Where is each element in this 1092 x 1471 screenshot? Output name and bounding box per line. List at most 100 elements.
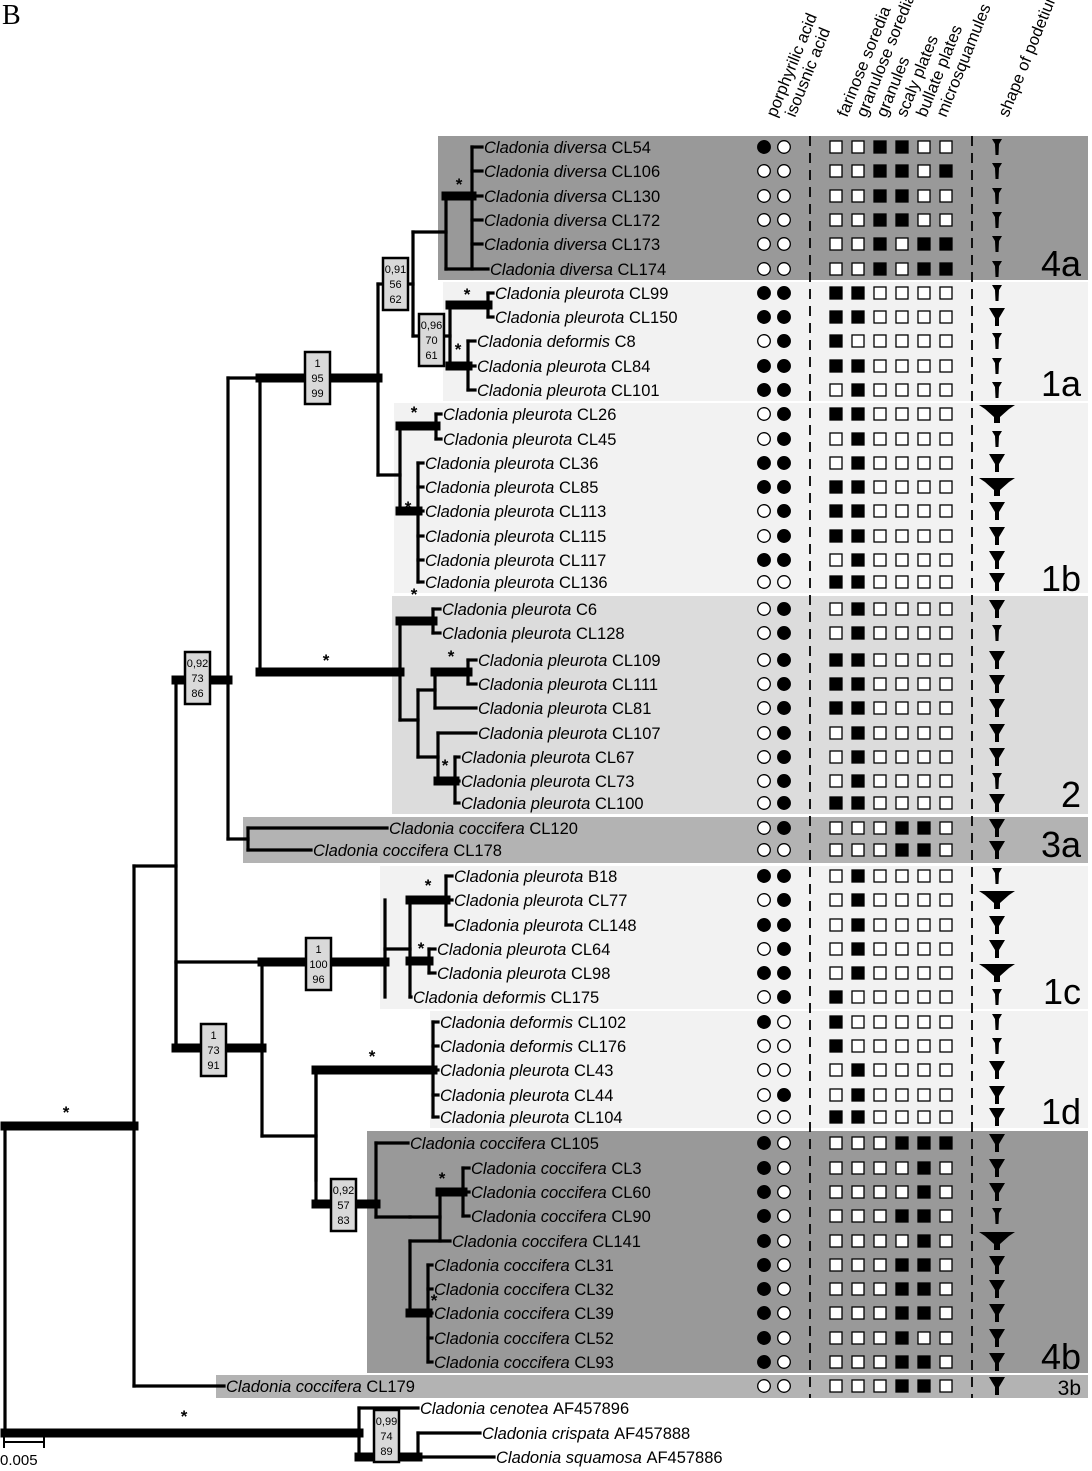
trait-marker xyxy=(829,1234,843,1248)
podetium-shape xyxy=(992,358,1002,374)
trait-marker xyxy=(873,1379,887,1393)
trait-marker xyxy=(895,164,909,178)
trait-marker xyxy=(917,653,931,667)
support-star: * xyxy=(181,1407,188,1426)
taxon-binomial: Cladonia coccifera xyxy=(434,1354,574,1372)
trait-marker xyxy=(829,869,843,883)
trait-marker xyxy=(917,1063,931,1077)
taxon-label: Cladonia pleurota CL104 xyxy=(440,1109,623,1127)
podetium-shape xyxy=(992,1014,1002,1030)
podetium-shape xyxy=(979,964,1015,982)
taxon-binomial: Cladonia pleurota xyxy=(495,285,629,303)
trait-marker xyxy=(895,774,909,788)
taxon-label: Cladonia pleurota CL128 xyxy=(442,625,625,643)
chem-marker xyxy=(757,359,771,373)
support-star: * xyxy=(442,756,449,775)
podetium-shape xyxy=(989,940,1005,958)
chem-marker xyxy=(757,677,771,691)
clade-4b-box xyxy=(367,1131,1088,1373)
support-star: * xyxy=(464,285,471,304)
taxon-label: Cladonia diversa CL130 xyxy=(484,188,660,206)
taxon-code: CL73 xyxy=(595,773,634,791)
taxon-code: CL150 xyxy=(629,309,678,327)
support-box-n6 xyxy=(199,1022,228,1078)
trait-marker xyxy=(851,504,865,518)
trait-marker xyxy=(851,575,865,589)
trait-marker xyxy=(939,1063,953,1077)
trait-marker xyxy=(851,456,865,470)
support-value: 83 xyxy=(337,1215,349,1227)
podetium-shape xyxy=(989,454,1005,472)
podetium-shape xyxy=(992,212,1002,228)
trait-marker xyxy=(873,1258,887,1272)
trait-marker xyxy=(829,407,843,421)
trait-marker xyxy=(873,164,887,178)
trait-marker xyxy=(851,1209,865,1223)
chem-marker xyxy=(757,310,771,324)
trait-marker xyxy=(873,990,887,1004)
trait-marker xyxy=(895,1306,909,1320)
trait-marker xyxy=(895,821,909,835)
trait-marker xyxy=(895,990,909,1004)
podetium-shape xyxy=(992,773,1002,789)
trait-marker xyxy=(851,1161,865,1175)
trait-marker xyxy=(851,1306,865,1320)
trait-marker xyxy=(829,456,843,470)
taxon-binomial: Cladonia pleurota xyxy=(425,528,559,546)
chem-marker xyxy=(777,1088,791,1102)
trait-marker xyxy=(851,750,865,764)
trait-marker xyxy=(939,750,953,764)
trait-marker xyxy=(829,1136,843,1150)
trait-marker xyxy=(895,626,909,640)
chem-marker xyxy=(777,1306,791,1320)
podetium-shape xyxy=(989,1280,1005,1298)
trait-marker xyxy=(895,1039,909,1053)
trait-marker xyxy=(829,529,843,543)
chem-marker xyxy=(777,164,791,178)
taxon-binomial: Cladonia diversa xyxy=(490,261,618,279)
podetium-shape xyxy=(989,1377,1005,1395)
taxon-binomial: Cladonia pleurota xyxy=(478,652,612,670)
chem-marker xyxy=(757,1379,771,1393)
trait-marker xyxy=(917,1306,931,1320)
podetium-shape xyxy=(989,600,1005,618)
trait-marker xyxy=(939,1136,953,1150)
chem-marker xyxy=(777,918,791,932)
group-label: 1d xyxy=(1041,1091,1081,1132)
chem-marker xyxy=(777,1355,791,1369)
taxon-code: CL52 xyxy=(574,1330,613,1348)
chem-marker xyxy=(777,1209,791,1223)
trait-marker xyxy=(895,262,909,276)
trait-marker xyxy=(851,334,865,348)
taxon-label: Cladonia pleurota CL136 xyxy=(425,574,608,592)
trait-marker xyxy=(851,1355,865,1369)
scale-bar xyxy=(3,1436,45,1448)
taxon-binomial: Cladonia pleurota xyxy=(425,503,559,521)
taxon-code: CL85 xyxy=(559,479,598,497)
chem-marker xyxy=(757,1161,771,1175)
chem-marker xyxy=(757,602,771,616)
support-box-n4 xyxy=(183,650,212,706)
trait-marker xyxy=(851,602,865,616)
support-value: 96 xyxy=(312,974,324,986)
chem-marker xyxy=(777,529,791,543)
chem-marker xyxy=(757,334,771,348)
podetium-shape xyxy=(992,333,1002,349)
trait-marker xyxy=(939,843,953,857)
taxon-code: CL176 xyxy=(578,1038,627,1056)
taxon-binomial: Cladonia pleurota xyxy=(437,941,571,959)
taxon-code: CL36 xyxy=(559,455,598,473)
trait-marker xyxy=(851,1258,865,1272)
support-star: * xyxy=(411,403,418,422)
trait-marker xyxy=(873,774,887,788)
taxon-label: Cladonia pleurota CL115 xyxy=(425,528,606,546)
support-box-n8 xyxy=(372,1408,401,1464)
trait-marker xyxy=(939,626,953,640)
chem-marker xyxy=(777,310,791,324)
trait-marker xyxy=(917,726,931,740)
taxon-code: CL130 xyxy=(612,188,661,206)
trait-marker xyxy=(829,893,843,907)
chem-marker xyxy=(777,653,791,667)
trait-marker xyxy=(873,821,887,835)
